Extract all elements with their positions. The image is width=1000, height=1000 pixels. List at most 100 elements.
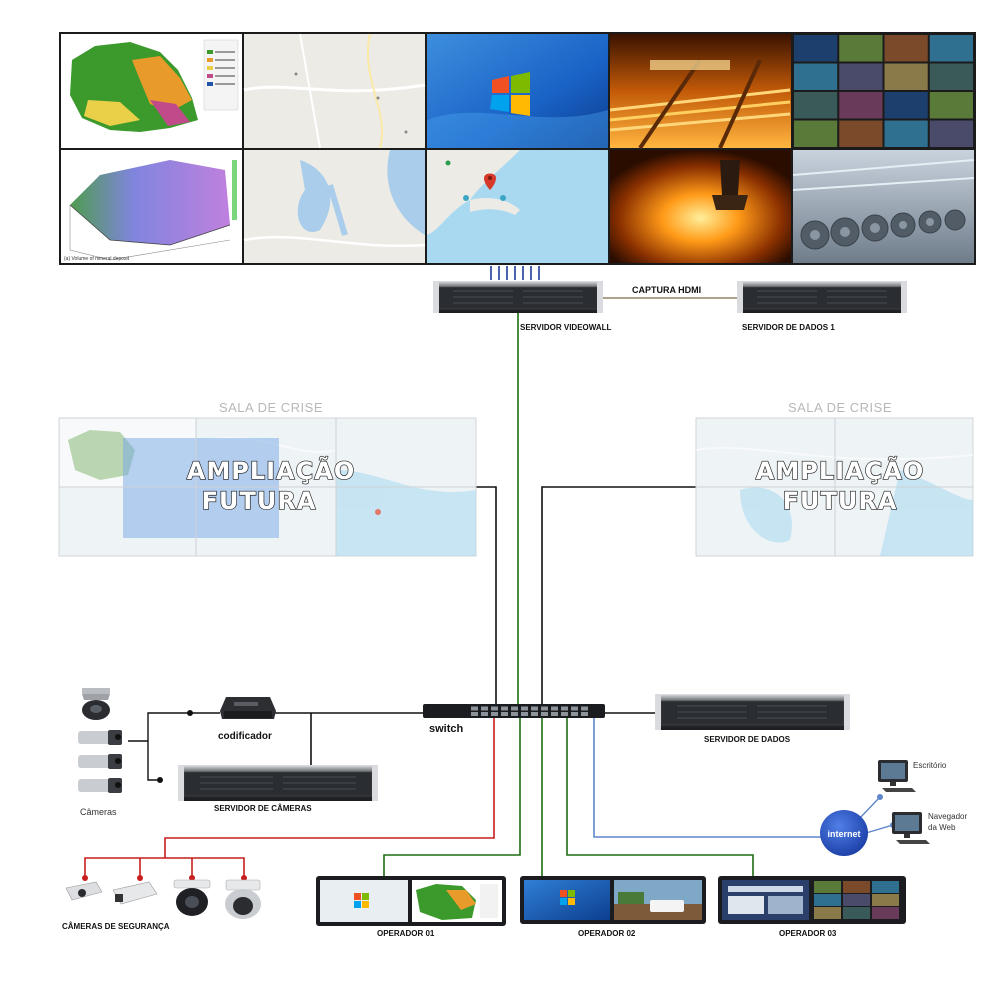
bullet-camera-icon	[78, 754, 122, 769]
switch-port	[511, 706, 518, 711]
camera-feed-tile	[814, 894, 841, 906]
switch-port	[521, 706, 528, 711]
office-computer-icon	[878, 760, 916, 792]
camera-feed-tile	[884, 35, 928, 62]
security-cameras-link	[164, 718, 495, 858]
connection-lines	[82, 297, 896, 881]
camera-feed-tile	[839, 120, 883, 147]
security-camera-icon	[112, 881, 158, 905]
camera-feed-tile	[872, 894, 899, 906]
operator-01-link	[383, 718, 521, 877]
internet-node	[820, 810, 868, 856]
internet-link	[593, 718, 822, 838]
videowall-tile-map-bottom	[243, 150, 426, 263]
switch-port	[521, 712, 528, 716]
operator-02-station	[520, 876, 706, 924]
encoder-device	[220, 697, 276, 719]
security-camera-icon	[225, 879, 261, 919]
operator-03-label: OPERADOR 03	[779, 929, 837, 938]
videowall-cables	[490, 266, 540, 280]
switch-port	[551, 706, 558, 711]
sala-crise-left-label: SALA DE CRISE	[219, 400, 323, 415]
bullet-camera-icon	[78, 730, 122, 745]
windows-logo-icon	[560, 890, 575, 905]
sala-crise-right-label: SALA DE CRISE	[788, 400, 892, 415]
bullet-camera-icon	[78, 778, 122, 793]
camera-feed-tile	[843, 894, 870, 906]
videowall-tile-coast-map	[427, 150, 608, 263]
escritorio-label: Escritório	[913, 761, 947, 770]
camera-feed-tile	[839, 63, 883, 90]
globe-icon	[820, 810, 868, 856]
cameras-bus	[147, 712, 190, 781]
switch-port	[531, 706, 538, 711]
operator-01-label: OPERADOR 01	[377, 929, 435, 938]
camera-feed-tile	[814, 881, 841, 893]
switch-port	[501, 712, 508, 716]
server-videowall	[433, 281, 603, 313]
security-camera-icon	[173, 879, 211, 916]
internet-label: internet	[827, 829, 860, 839]
camera-feed-tile	[929, 63, 973, 90]
videowall-tile-parana-map	[61, 34, 242, 148]
future-expansion-left-line2: FUTURA	[202, 487, 317, 515]
switch-port	[561, 712, 568, 716]
capture-hdmi-label: CAPTURA HDMI	[632, 285, 701, 295]
camera-feed-tile	[839, 92, 883, 119]
switch-port	[531, 712, 538, 716]
servidor-dados-1-label: SERVIDOR DE DADOS 1	[742, 323, 835, 332]
switch-port	[491, 706, 498, 711]
camera-feed-tile	[794, 120, 838, 147]
camera-feed-tile	[884, 63, 928, 90]
switch-port	[471, 712, 478, 716]
videowall-tile-camera-mosaic	[794, 35, 973, 147]
cameras-label: Câmeras	[80, 807, 117, 817]
servidor-cameras-label: SERVIDOR DE CÂMERAS	[214, 804, 312, 813]
switch-port	[541, 706, 548, 711]
videowall: (a) Volume of mineral deposit	[59, 32, 976, 265]
encoder-label: codificador	[218, 731, 272, 742]
camera-feed-tile	[872, 881, 899, 893]
switch-port	[471, 706, 478, 711]
windows-logo-icon	[354, 893, 369, 908]
operator-03-station	[718, 876, 906, 924]
switch-port	[581, 712, 588, 716]
camera-feed-tile	[929, 92, 973, 119]
switch-port	[541, 712, 548, 716]
map-pin-icon	[484, 173, 496, 190]
videowall-tile-furnace	[610, 150, 791, 263]
camera-group	[78, 688, 122, 793]
camera-feed-tile	[872, 907, 899, 919]
operator-02-label: OPERADOR 02	[578, 929, 636, 938]
videowall-tile-steel-mill	[609, 34, 791, 150]
videowall-tile-map-top	[243, 33, 426, 149]
servidor-videowall-label: SERVIDOR VIDEOWALL	[520, 323, 612, 332]
camera-feed-tile	[794, 35, 838, 62]
operator-03-link	[566, 718, 754, 877]
browser-computer-icon	[892, 812, 930, 844]
switch-port	[501, 706, 508, 711]
switch-port	[481, 706, 488, 711]
switch-port	[551, 712, 558, 716]
camera-feed-tile	[843, 907, 870, 919]
security-camera-icon	[65, 881, 103, 901]
switch-label: switch	[429, 723, 464, 735]
security-cameras	[65, 879, 261, 919]
sala-crise-left-link	[476, 486, 497, 704]
switch-port	[571, 712, 578, 716]
future-expansion-right-line1: AMPLIAÇÃO	[756, 456, 924, 485]
server-cameras	[178, 765, 378, 801]
switch-port	[581, 706, 588, 711]
operator-01-station	[316, 876, 506, 926]
camera-feed-tile	[929, 35, 973, 62]
navegador-label-line2: da Web	[928, 823, 956, 832]
server-dados	[655, 694, 850, 730]
servidor-dados-label: SERVIDOR DE DADOS	[704, 735, 791, 744]
camera-feed-tile	[839, 35, 883, 62]
videowall-tile-windows	[427, 34, 608, 148]
videowall-tile-factory	[792, 150, 975, 263]
navegador-label-line1: Navegador	[928, 812, 967, 821]
camera-feed-tile	[794, 92, 838, 119]
dome-camera-icon	[82, 688, 110, 720]
sala-crise-left	[58, 417, 477, 557]
